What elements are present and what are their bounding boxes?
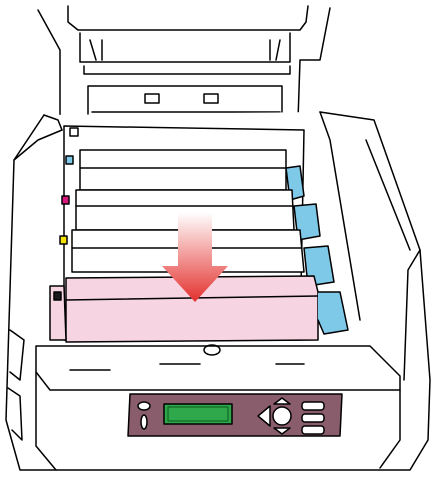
cyan-label — [66, 156, 73, 164]
panel-button-left-bottom — [141, 415, 147, 429]
top-cover — [38, 6, 330, 120]
black-label — [54, 292, 61, 300]
panel-button-right-3 — [302, 426, 324, 434]
panel-button-right-2 — [302, 414, 324, 422]
yellow-label — [60, 236, 67, 244]
enter-button — [273, 407, 291, 425]
panel-button-right-1 — [302, 402, 324, 410]
panel-button-left-top — [138, 402, 150, 410]
control-panel — [128, 394, 342, 436]
magenta-label — [62, 196, 69, 204]
